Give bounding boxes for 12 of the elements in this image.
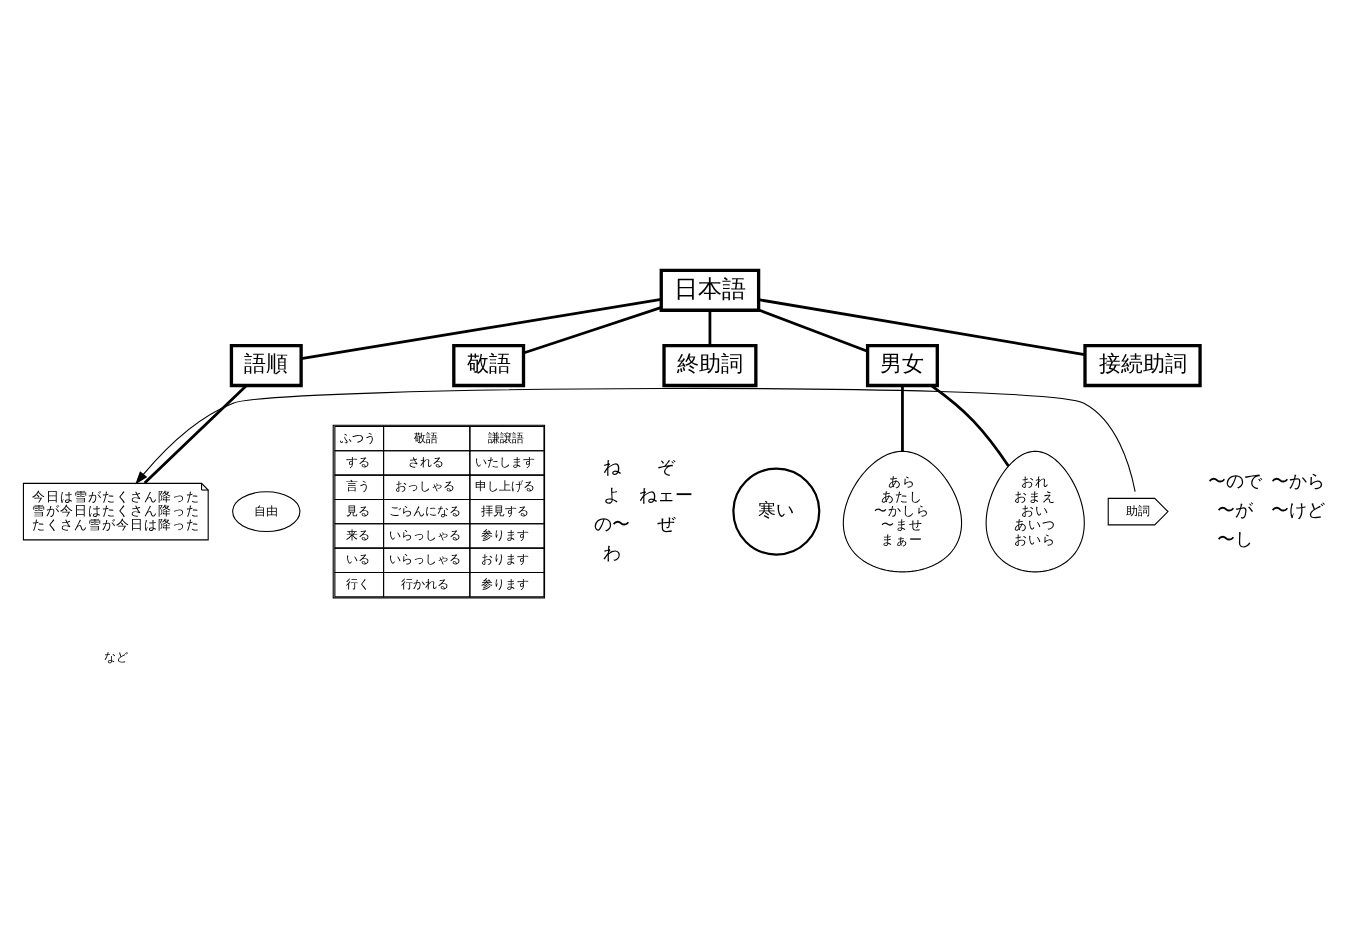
label: ね xyxy=(602,458,621,479)
label: 〜から xyxy=(1270,473,1325,494)
label: よ xyxy=(602,487,621,508)
label: わ xyxy=(602,544,621,565)
label: ぜ xyxy=(656,516,675,537)
label: 〜けど xyxy=(1270,501,1325,522)
label: 〜し xyxy=(1216,530,1253,551)
label: 〜が xyxy=(1216,501,1253,522)
label: ぞ xyxy=(656,458,675,479)
label: 〜ので xyxy=(1207,473,1262,494)
label: の〜 xyxy=(593,516,630,537)
label: ねェー xyxy=(639,487,694,508)
